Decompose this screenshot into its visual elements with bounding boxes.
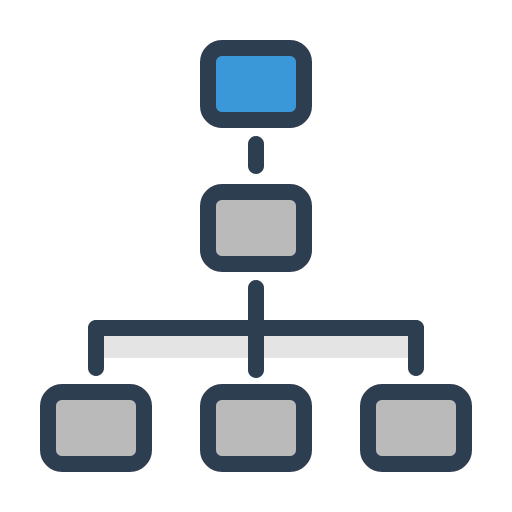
top-node — [200, 40, 312, 128]
bottom-left-node — [40, 384, 152, 472]
nodes — [40, 40, 472, 472]
connectors — [88, 136, 424, 378]
bottom-center-node — [200, 384, 312, 472]
bottom-right-node — [360, 384, 472, 472]
middle-node — [200, 184, 312, 272]
